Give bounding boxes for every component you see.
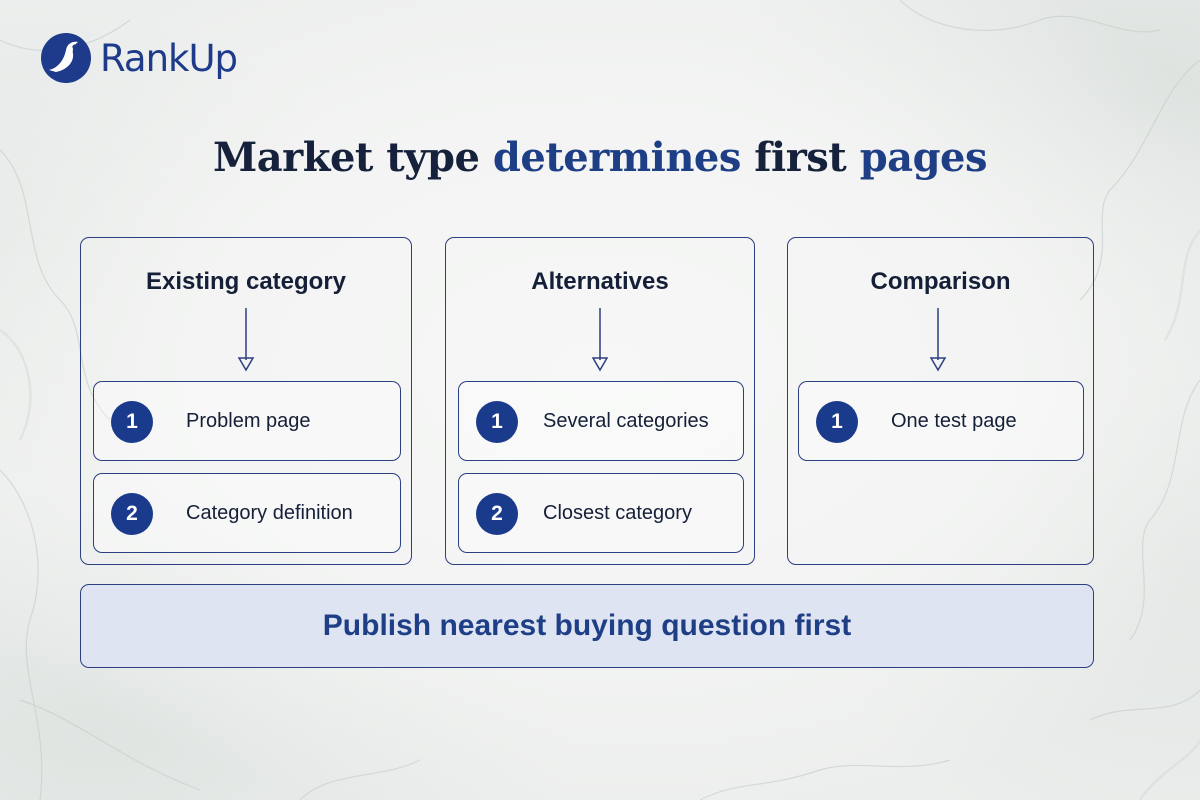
- step-number-badge: 1: [111, 401, 153, 443]
- item-label: One test page: [891, 410, 1017, 432]
- list-item[interactable]: 1 Problem page: [93, 381, 401, 461]
- step-number-badge: 2: [476, 493, 518, 535]
- item-label: Closest category: [543, 502, 692, 524]
- column-existing-category: Existing category 1 Problem page 2 Categ…: [80, 237, 412, 565]
- page-title: Market type determines first pages: [0, 134, 1200, 181]
- column-heading: Comparison: [870, 268, 1011, 295]
- item-label: Problem page: [186, 410, 311, 432]
- column-comparison: Comparison 1 One test page: [787, 237, 1094, 565]
- column-alternatives: Alternatives 1 Several categories 2 Clos…: [445, 237, 755, 565]
- banner-text: Publish nearest buying question first: [322, 609, 852, 642]
- step-number-badge: 1: [476, 401, 518, 443]
- brand-logo[interactable]: RankUp: [36, 30, 238, 86]
- title-part-1: Market type: [212, 134, 493, 181]
- list-item[interactable]: 1 Several categories: [458, 381, 744, 461]
- column-heading: Existing category: [145, 268, 347, 295]
- item-label: Category definition: [186, 502, 353, 524]
- list-item[interactable]: 2 Closest category: [458, 473, 744, 553]
- list-item[interactable]: 1 One test page: [798, 381, 1084, 461]
- title-accent-1: determines: [492, 134, 742, 181]
- title-part-3: first: [740, 134, 860, 181]
- brand-name: RankUp: [100, 36, 238, 80]
- title-accent-2: pages: [859, 134, 988, 181]
- item-label: Several categories: [543, 410, 709, 432]
- summary-banner: Publish nearest buying question first: [80, 584, 1094, 668]
- down-arrow-icon: [237, 308, 255, 372]
- column-heading: Alternatives: [531, 268, 669, 295]
- down-arrow-icon: [929, 308, 947, 372]
- swoosh-logo-icon: [41, 33, 91, 83]
- step-number-badge: 2: [111, 493, 153, 535]
- down-arrow-icon: [591, 308, 609, 372]
- step-number-badge: 1: [816, 401, 858, 443]
- list-item[interactable]: 2 Category definition: [93, 473, 401, 553]
